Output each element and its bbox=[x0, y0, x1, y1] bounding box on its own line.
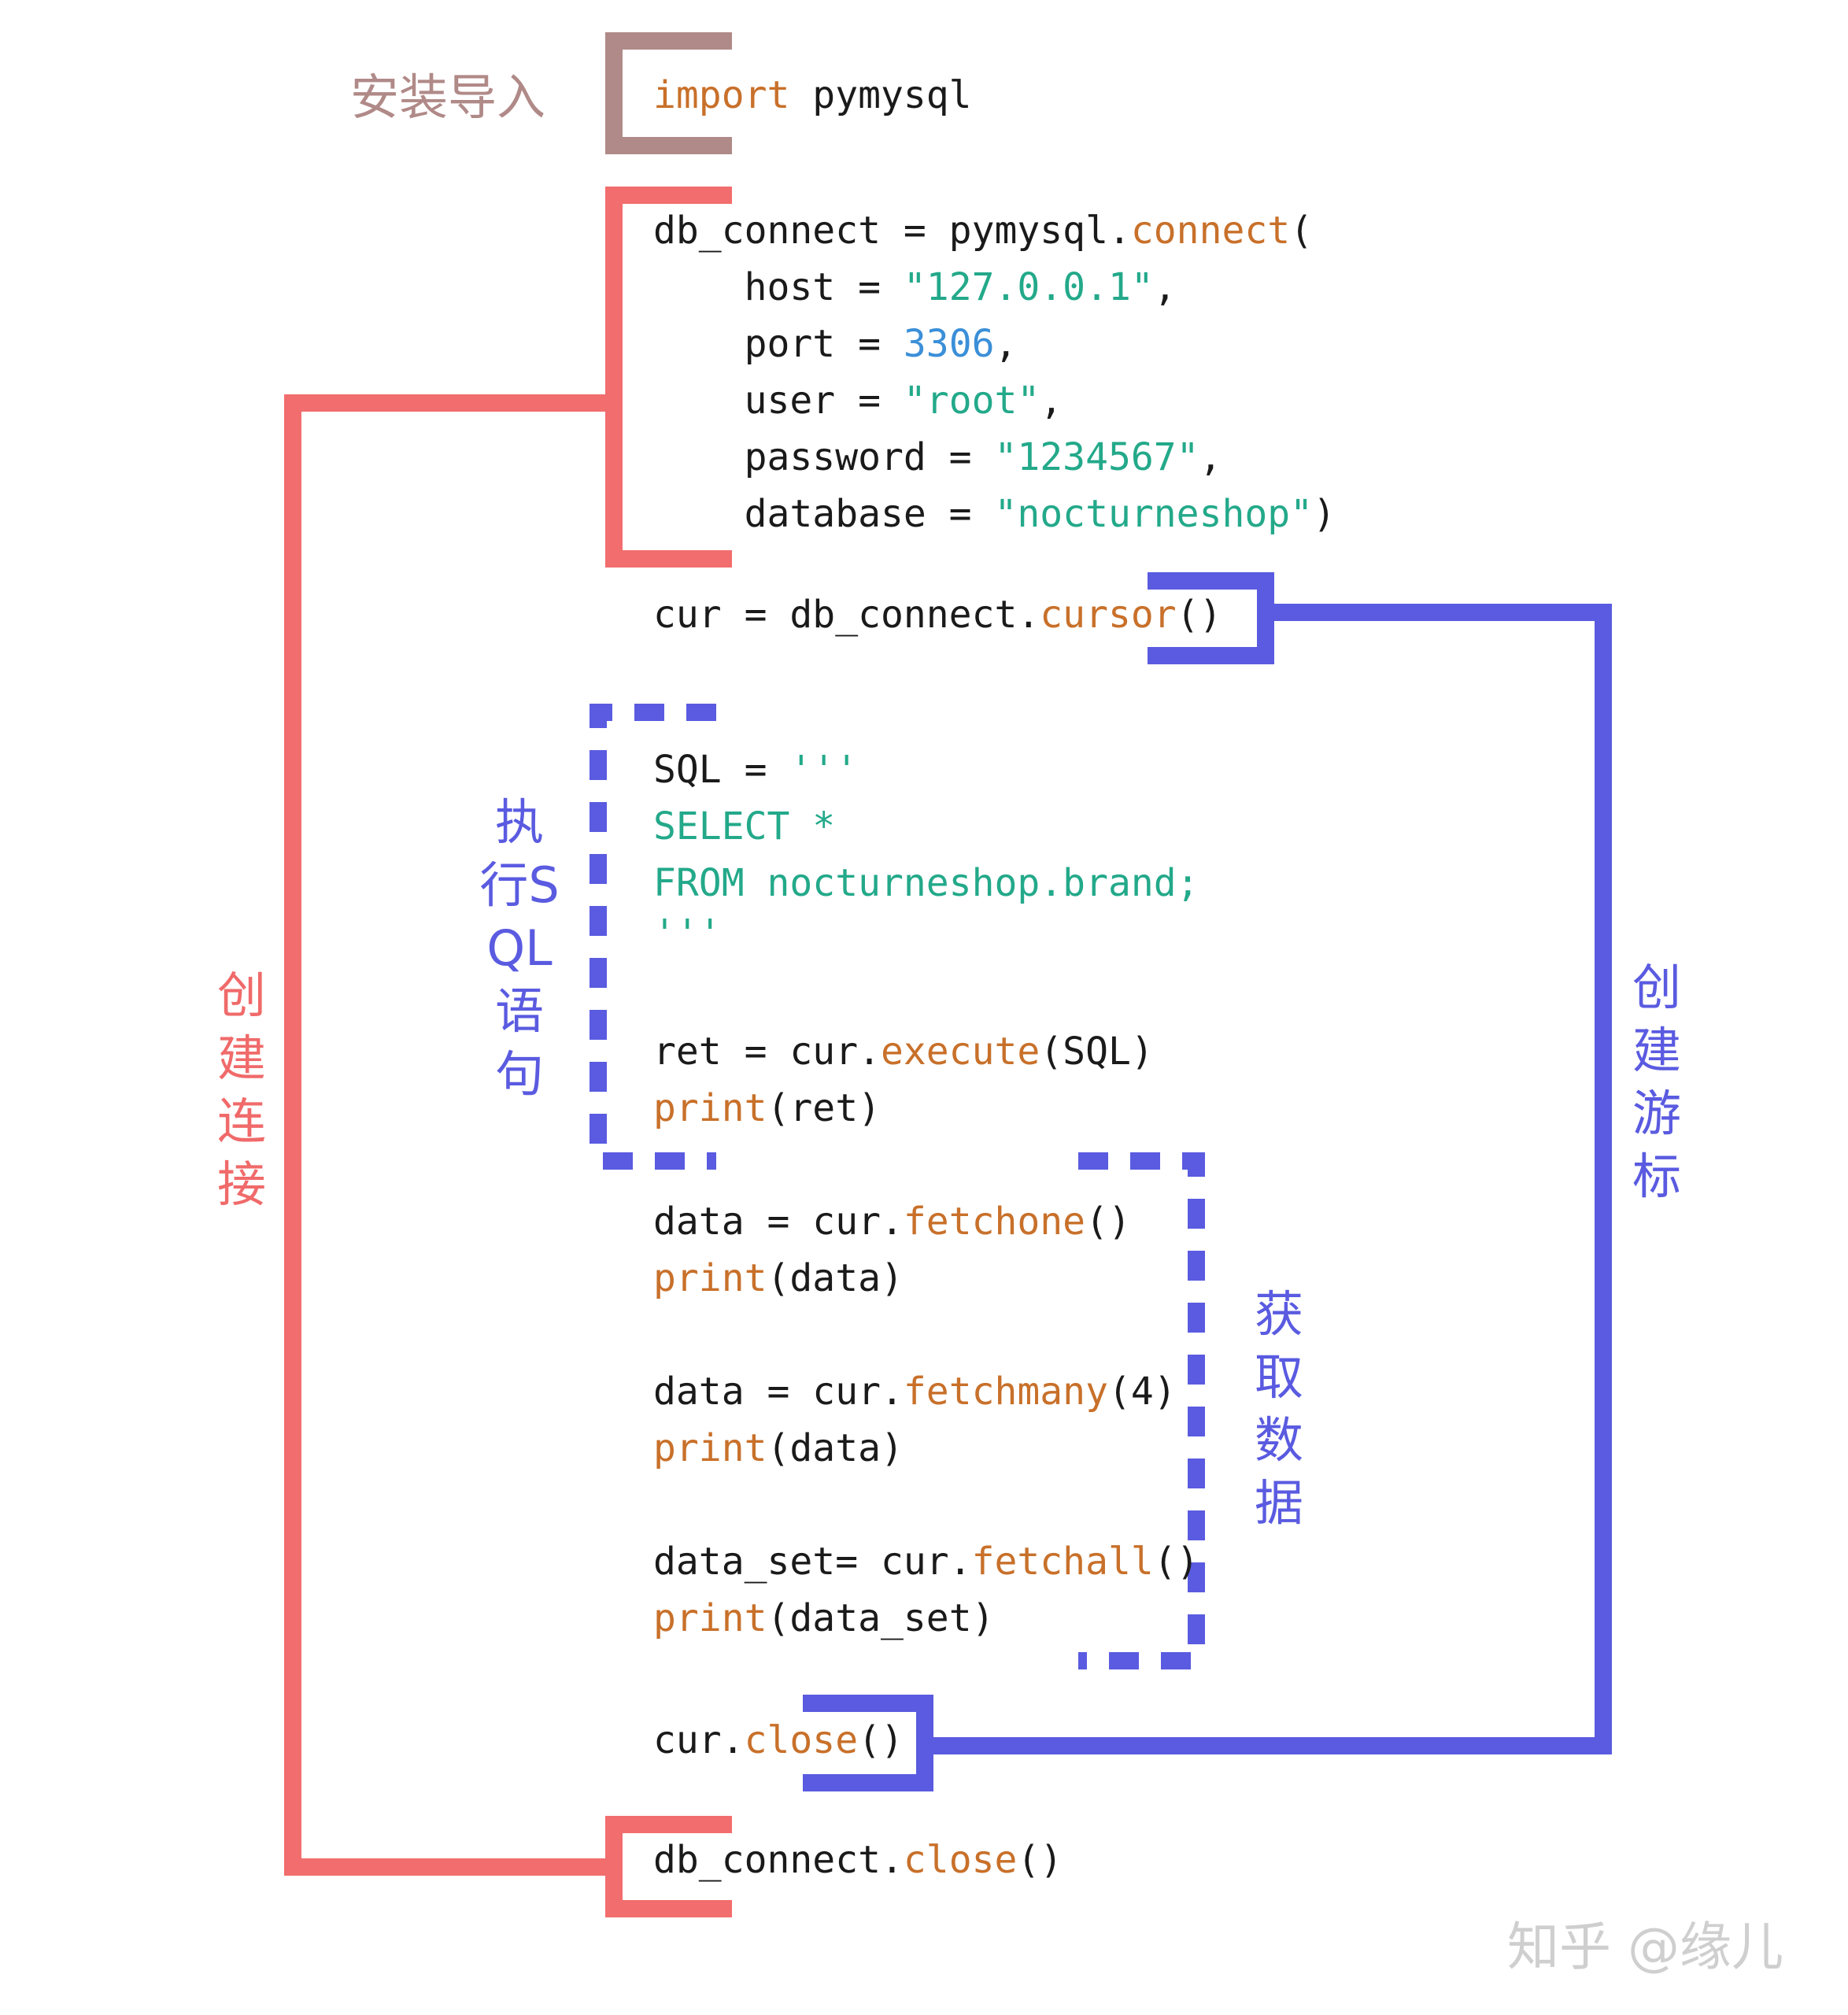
sql-open-quotes: ''' bbox=[789, 748, 859, 792]
database-value: "nocturneshop" bbox=[994, 492, 1314, 536]
print-fn: print bbox=[653, 1426, 767, 1470]
user-comma: , bbox=[1040, 379, 1063, 423]
close-fn: close bbox=[903, 1838, 1018, 1882]
fetchall-call: () bbox=[1153, 1540, 1199, 1584]
code-fetchone: data = cur.fetchone() bbox=[653, 1193, 1131, 1250]
code-database: database = "nocturneshop") bbox=[653, 486, 1336, 542]
db-close-call: () bbox=[1017, 1838, 1063, 1882]
port-comma: , bbox=[994, 322, 1018, 366]
password-comma: , bbox=[1199, 435, 1222, 479]
label-install-import: 安装导入 bbox=[350, 68, 546, 126]
print-data-args: (data) bbox=[767, 1256, 904, 1300]
import-bracket bbox=[605, 32, 732, 154]
code-print-ret: print(ret) bbox=[653, 1080, 881, 1137]
host-value: "127.0.0.1" bbox=[903, 265, 1154, 309]
execute-fn: execute bbox=[880, 1030, 1040, 1074]
code-sql-select: SELECT * bbox=[653, 804, 836, 849]
code-import: import pymysql bbox=[653, 67, 972, 124]
label-create-cursor: 创建游标 bbox=[1632, 959, 1681, 1205]
db-close-prefix: db_connect. bbox=[653, 1838, 904, 1882]
fetchmany-args: (4) bbox=[1107, 1370, 1177, 1414]
code-sql-assign: SQL = ''' bbox=[653, 741, 858, 798]
fetchall-fn: fetchall bbox=[971, 1540, 1154, 1584]
code-print-data-2: print(data) bbox=[653, 1420, 904, 1477]
cursor-fn: cursor bbox=[1040, 593, 1177, 637]
database-close-paren: ) bbox=[1313, 492, 1336, 536]
connect-paren: ( bbox=[1290, 209, 1314, 253]
fetchone-prefix: data = cur. bbox=[653, 1200, 904, 1244]
print-fn: print bbox=[653, 1256, 767, 1300]
execute-args: (SQL) bbox=[1040, 1030, 1154, 1074]
print-ret-args: (ret) bbox=[767, 1086, 881, 1130]
keyword-import: import bbox=[653, 73, 790, 117]
fetchall-prefix: data_set= cur. bbox=[653, 1540, 972, 1584]
code-connect: db_connect = pymysql.connect( bbox=[653, 202, 1313, 259]
code-cursor: cur = db_connect.cursor() bbox=[653, 586, 1222, 643]
print-data-set-args: (data_set) bbox=[767, 1596, 995, 1640]
code-db-close: db_connect.close() bbox=[653, 1832, 1063, 1888]
code-execute: ret = cur.execute(SQL) bbox=[653, 1023, 1154, 1080]
ret-prefix: ret = cur. bbox=[653, 1030, 881, 1074]
code-fetchmany: data = cur.fetchmany(4) bbox=[653, 1363, 1177, 1420]
label-create-connection: 创建连接 bbox=[216, 967, 266, 1213]
fetchmany-fn: fetchmany bbox=[903, 1370, 1108, 1414]
connect-fn: connect bbox=[1130, 209, 1291, 253]
connection-lifetime-line bbox=[284, 394, 614, 1876]
code-port: port = 3306, bbox=[653, 316, 1018, 372]
password-value: "1234567" bbox=[994, 435, 1199, 479]
label-execute-sql: 执行SQL语句 bbox=[479, 793, 560, 1103]
close-fn: close bbox=[744, 1718, 859, 1762]
cursor-prefix: cur = db_connect. bbox=[653, 593, 1040, 637]
fetchone-fn: fetchone bbox=[903, 1200, 1086, 1244]
host-comma: , bbox=[1153, 265, 1177, 309]
code-print-data-set: print(data_set) bbox=[653, 1590, 994, 1647]
connect-bracket bbox=[605, 187, 732, 568]
password-key: password = bbox=[653, 435, 995, 479]
code-fetchall: data_set= cur.fetchall() bbox=[653, 1533, 1199, 1590]
watermark: 知乎 @缘儿 bbox=[1507, 1917, 1783, 1977]
cursor-lifetime-line bbox=[925, 604, 1612, 1754]
fetchone-call: () bbox=[1085, 1200, 1131, 1244]
port-key: port = bbox=[653, 322, 904, 366]
cur-close-prefix: cur. bbox=[653, 1718, 745, 1762]
port-value: 3306 bbox=[903, 322, 995, 366]
label-fetch-data: 获取数据 bbox=[1254, 1285, 1303, 1532]
module-name: pymysql bbox=[789, 73, 972, 117]
user-value: "root" bbox=[903, 379, 1040, 423]
host-key: host = bbox=[653, 265, 904, 309]
execute-sql-bracket bbox=[590, 704, 716, 1170]
database-key: database = bbox=[653, 492, 995, 536]
code-user: user = "root", bbox=[653, 372, 1063, 429]
code-host: host = "127.0.0.1", bbox=[653, 259, 1177, 316]
print-fn: print bbox=[653, 1596, 767, 1640]
cur-close-call: () bbox=[858, 1718, 904, 1762]
print-fn: print bbox=[653, 1086, 767, 1130]
user-key: user = bbox=[653, 379, 904, 423]
code-sql-from: FROM nocturneshop.brand; bbox=[653, 861, 1199, 905]
fetchmany-prefix: data = cur. bbox=[653, 1370, 904, 1414]
code-print-data-1: print(data) bbox=[653, 1250, 904, 1307]
code-sql-close-quotes: ''' bbox=[653, 911, 722, 956]
print-data-args: (data) bbox=[767, 1426, 904, 1470]
cursor-call: () bbox=[1176, 593, 1222, 637]
connect-prefix: db_connect = pymysql. bbox=[653, 209, 1131, 253]
code-cur-close: cur.close() bbox=[653, 1712, 904, 1769]
sql-assign: SQL = bbox=[653, 748, 790, 792]
fetch-data-bracket bbox=[1078, 1152, 1205, 1669]
code-password: password = "1234567", bbox=[653, 429, 1222, 486]
